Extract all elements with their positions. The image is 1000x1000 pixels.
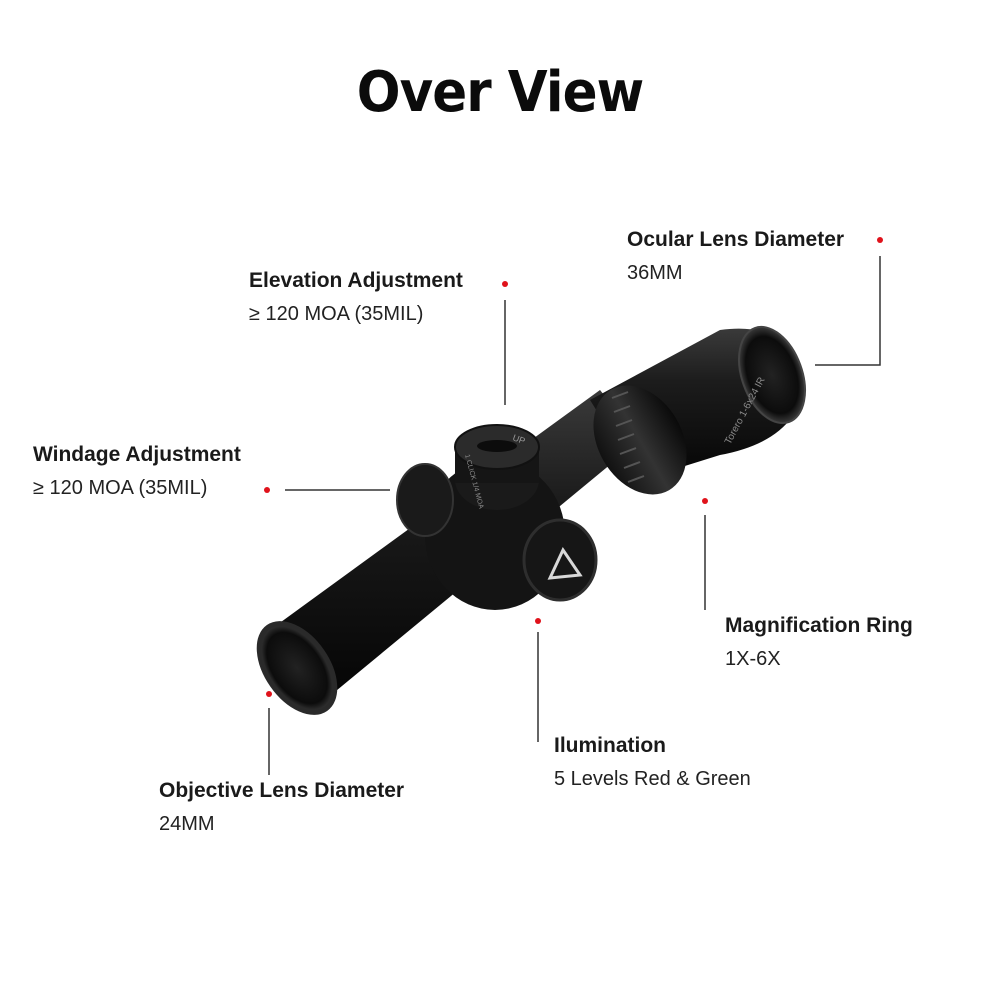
elevation-callout: Elevation Adjustment ≥ 120 MOA (35MIL) — [249, 269, 463, 326]
objective-value: 24MM — [159, 813, 215, 835]
illumination-callout: Ilumination 5 Levels Red & Green — [554, 734, 751, 791]
objective-lens — [256, 621, 338, 715]
leader-lines — [268, 256, 881, 775]
ocular-dot — [877, 237, 883, 243]
windage-callout: Windage Adjustment ≥ 120 MOA (35MIL) — [33, 443, 241, 500]
magnification-callout: Magnification Ring 1X-6X — [725, 614, 913, 671]
windage-turret — [396, 463, 454, 537]
magnification-ring — [593, 385, 687, 495]
ocular-leader-line — [815, 256, 881, 366]
elevation-value: ≥ 120 MOA (35MIL) — [249, 303, 424, 325]
elevation-heading: Elevation Adjustment — [249, 269, 463, 292]
illumination-value: 5 Levels Red & Green — [554, 768, 751, 790]
magnification-ring-knurl — [611, 391, 645, 483]
magnification-value: 1X-6X — [725, 648, 781, 670]
magnification-heading: Magnification Ring — [725, 614, 913, 637]
scope-body: Torero 1-6x24 IR UP 1 CLICK 1/4 MOA — [256, 325, 806, 715]
ocular-lens — [738, 325, 806, 425]
illumination-dot — [535, 618, 541, 624]
illumination-heading: Ilumination — [554, 734, 666, 757]
windage-heading: Windage Adjustment — [33, 443, 241, 466]
page-title: Over View — [356, 60, 644, 125]
ocular-callout: Ocular Lens Diameter 36MM — [627, 228, 844, 285]
ocular-value: 36MM — [627, 262, 683, 284]
objective-callout: Objective Lens Diameter 24MM — [159, 779, 404, 836]
elevation-dot — [502, 281, 508, 287]
magnification-dot — [702, 498, 708, 504]
brand-logo-icon — [547, 546, 583, 580]
objective-heading: Objective Lens Diameter — [159, 779, 405, 802]
objective-dot — [266, 691, 272, 697]
windage-value: ≥ 120 MOA (35MIL) — [33, 477, 208, 499]
turret-up-marking: UP — [511, 432, 526, 446]
windage-dot — [264, 487, 270, 493]
elevation-turret-slot — [477, 440, 517, 452]
ocular-heading: Ocular Lens Diameter — [627, 228, 845, 251]
